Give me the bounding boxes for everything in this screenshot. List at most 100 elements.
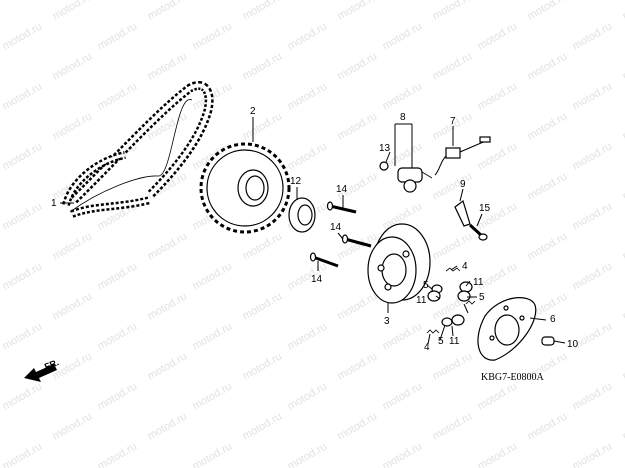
callout-4a: 4 xyxy=(462,261,468,272)
callout-labels: 1 2 3 4 4 5 5 5 6 7 8 9 10 11 11 11 12 1… xyxy=(51,106,579,353)
watermark-text: motod.ru xyxy=(336,410,380,442)
watermark-text: motod.ru xyxy=(146,290,190,322)
watermark-text: motod.ru xyxy=(1,20,45,52)
callout-5b: 5 xyxy=(479,292,485,303)
callout-5a: 5 xyxy=(423,280,429,291)
watermark-text: motod.ru xyxy=(431,230,475,262)
watermark-text: motod.ru xyxy=(431,350,475,382)
callout-9: 9 xyxy=(460,179,466,190)
watermark-text: motod.ru xyxy=(1,440,45,468)
watermark-text: motod.ru xyxy=(96,80,140,112)
watermark-text: motod.ru xyxy=(476,140,520,172)
watermark-text: motod.ru xyxy=(241,50,285,82)
watermark-text: motod.ru xyxy=(51,50,95,82)
watermark-text: motod.ru xyxy=(526,50,570,82)
watermark-text: motod.ru xyxy=(571,80,615,112)
watermark-text: motod.ru xyxy=(96,440,140,468)
watermark-text: motod.ru xyxy=(431,410,475,442)
watermark-text: motod.ru xyxy=(336,0,380,23)
watermark-text: motod.ru xyxy=(621,170,625,202)
watermark-text: motod.ru xyxy=(286,320,330,352)
watermark-text: motod.ru xyxy=(146,230,190,262)
watermark-text: motod.ru xyxy=(51,290,95,322)
watermark-text: motod.ru xyxy=(96,260,140,292)
bracket xyxy=(454,200,471,227)
watermark-text: motod.ru xyxy=(621,0,625,23)
watermark-text: motod.ru xyxy=(571,20,615,52)
diagram-code: KBG7-E0800A xyxy=(481,372,545,383)
watermark-text: motod.ru xyxy=(431,50,475,82)
watermark-text: motod.ru xyxy=(1,80,45,112)
watermark-text: motod.ru xyxy=(51,410,95,442)
watermark-text: motod.ru xyxy=(191,320,235,352)
watermark-text: motod.ru xyxy=(1,380,45,412)
watermark-text: motod.ru xyxy=(336,290,380,322)
watermark-text: motod.ru xyxy=(146,50,190,82)
watermark-text: motod.ru xyxy=(526,410,570,442)
callout-13: 13 xyxy=(379,143,391,154)
watermark-text: motod.ru xyxy=(476,20,520,52)
front-direction-arrow: FR. xyxy=(24,357,60,382)
callout-7: 7 xyxy=(450,116,456,127)
watermark-text: motod.ru xyxy=(146,350,190,382)
watermark-text: motod.ru xyxy=(571,140,615,172)
watermark-text: motod.ru xyxy=(191,380,235,412)
leader-lines xyxy=(60,117,566,345)
callout-14a: 14 xyxy=(336,184,348,195)
watermark-text: motod.ru xyxy=(476,380,520,412)
watermark-text: motod.ru xyxy=(1,140,45,172)
watermark-text: motod.ru xyxy=(526,170,570,202)
driven-sprocket xyxy=(199,142,291,234)
watermark-text: motod.ru xyxy=(241,410,285,442)
watermark-text: motod.ru xyxy=(621,110,625,142)
watermark-text: motod.ru xyxy=(336,350,380,382)
watermark-text: motod.ru xyxy=(476,80,520,112)
watermark-text: motod.ru xyxy=(621,290,625,322)
watermark-text: motod.ru xyxy=(191,440,235,468)
watermark-text: motod.ru xyxy=(241,110,285,142)
watermark-text: motod.ru xyxy=(286,20,330,52)
watermark-text: motod.ru xyxy=(526,110,570,142)
watermark-text: motod.ru xyxy=(96,20,140,52)
dowel-pin xyxy=(541,336,555,346)
watermark-text: motod.ru xyxy=(476,440,520,468)
watermark-text: motod.ru xyxy=(286,260,330,292)
clutch-springs-rollers xyxy=(426,267,476,334)
watermark-text: motod.ru xyxy=(621,410,625,442)
callout-2: 2 xyxy=(250,106,256,117)
callout-14b: 14 xyxy=(330,222,342,233)
watermark-text: motod.ru xyxy=(51,110,95,142)
watermark-text: motod.ru xyxy=(146,410,190,442)
callout-15: 15 xyxy=(479,203,491,214)
drive-chain xyxy=(62,81,214,218)
callout-3: 3 xyxy=(384,316,390,327)
watermark-text: motod.ru xyxy=(96,380,140,412)
callout-10: 10 xyxy=(567,339,579,350)
watermark-text: motod.ru xyxy=(381,380,425,412)
callout-11b: 11 xyxy=(416,295,427,306)
watermark-text: motod.ru xyxy=(241,290,285,322)
watermark-text: motod.ru xyxy=(571,260,615,292)
watermark-text: motod.ru xyxy=(286,80,330,112)
watermark-text: motod.ru xyxy=(241,0,285,23)
watermark-text: motod.ru xyxy=(191,260,235,292)
callout-4b: 4 xyxy=(424,342,430,353)
watermark-text: motod.ru xyxy=(1,320,45,352)
callout-11a: 11 xyxy=(473,277,484,288)
callout-11c: 11 xyxy=(449,336,460,347)
oil-seal xyxy=(288,197,316,233)
watermark-text: motod.ru xyxy=(1,200,45,232)
callout-5c: 5 xyxy=(438,336,444,347)
flange-bolts xyxy=(309,201,372,268)
watermark-text: motod.ru xyxy=(51,230,95,262)
watermark-text: motod.ru xyxy=(146,0,190,23)
watermark-text: motod.ru xyxy=(286,440,330,468)
callout-8: 8 xyxy=(400,112,406,123)
watermark-text: motod.ru xyxy=(526,230,570,262)
watermark-text: motod.ru xyxy=(431,170,475,202)
watermark-text: motod.ru xyxy=(381,20,425,52)
callout-12: 12 xyxy=(290,176,302,187)
watermark-text: motod.ru xyxy=(336,110,380,142)
